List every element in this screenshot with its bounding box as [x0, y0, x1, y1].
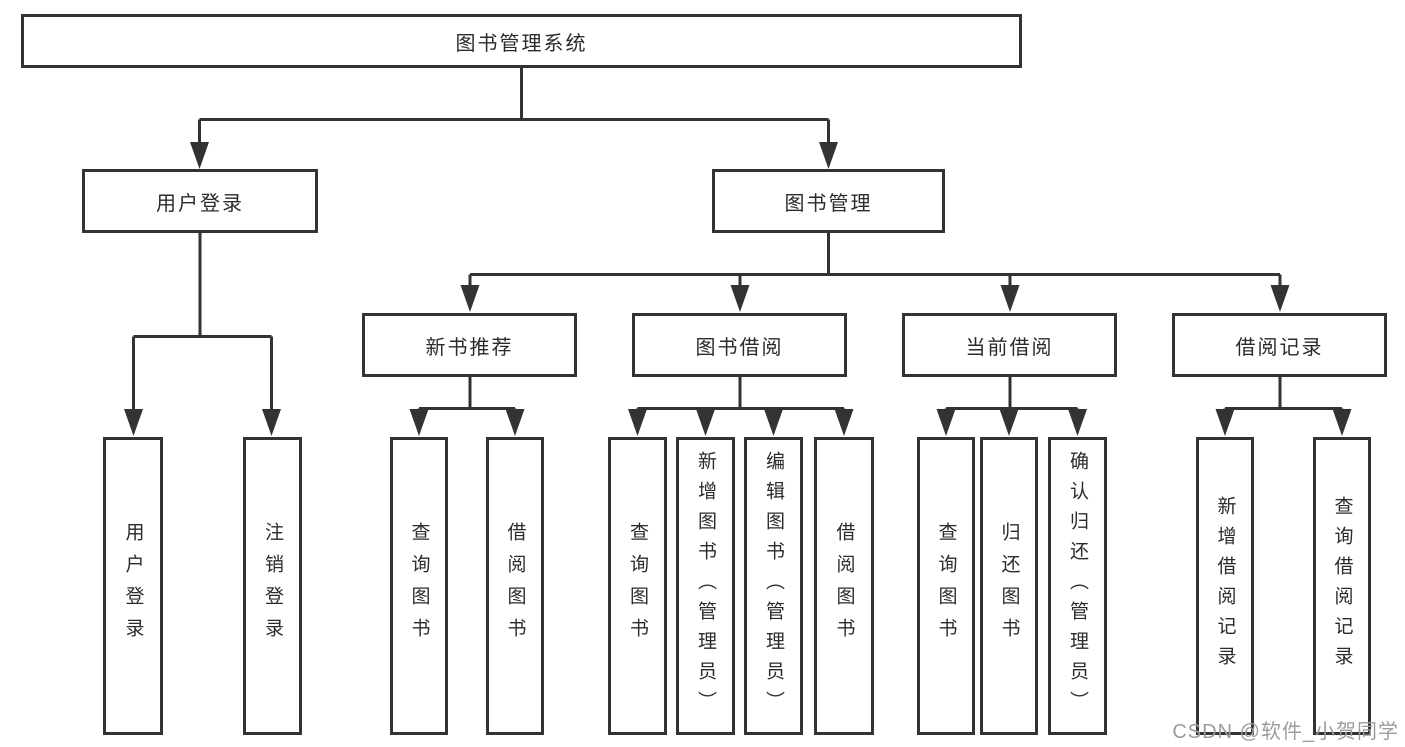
node-book-borrowing: 图书借阅: [632, 313, 847, 377]
leaf-query-books-current: 查询图书: [917, 437, 975, 735]
arrow-down-icon: [764, 409, 783, 436]
leaf-label: 查询图书: [627, 522, 648, 650]
watermark: CSDN @软件_小贺同学: [1172, 721, 1399, 743]
leaf-query-borrow-record: 查询借阅记录: [1313, 437, 1371, 735]
connector-book-management-children: [460, 233, 1290, 312]
leaf-label: 确认归还（管理员）: [1067, 451, 1088, 721]
arrow-down-icon: [730, 285, 750, 312]
connector-borrow-record-children: [1215, 377, 1352, 436]
leaf-borrow-books-newbook: 借阅图书: [486, 437, 544, 735]
arrow-down-icon: [696, 409, 715, 436]
leaf-label: 注销登录: [262, 522, 283, 650]
leaf-label: 查询图书: [408, 522, 430, 650]
arrow-down-icon: [460, 285, 480, 312]
node-label: 图书管理系统: [455, 32, 588, 55]
arrow-down-icon: [124, 409, 143, 436]
connector-root-to-level2: [190, 68, 838, 169]
node-current-borrowing: 当前借阅: [902, 313, 1117, 377]
arrow-down-icon: [190, 142, 209, 169]
leaf-edit-book-admin: 编辑图书（管理员）: [744, 437, 803, 735]
arrow-down-icon: [1000, 285, 1020, 312]
leaf-add-book-admin: 新增图书（管理员）: [676, 437, 735, 735]
connector-new-book-children: [409, 377, 525, 436]
arrow-down-icon: [834, 409, 854, 436]
leaf-return-books: 归还图书: [980, 437, 1038, 735]
node-user-login: 用户登录: [82, 169, 318, 233]
arrow-down-icon: [999, 409, 1019, 436]
leaf-label: 新增借阅记录: [1214, 496, 1236, 676]
node-label: 当前借阅: [965, 336, 1054, 359]
leaf-label: 借阅图书: [833, 522, 855, 650]
leaf-query-books-newbook: 查询图书: [390, 437, 448, 735]
node-label: 借阅记录: [1235, 336, 1324, 359]
arrow-down-icon: [628, 409, 647, 436]
arrow-down-icon: [1068, 409, 1087, 436]
node-system-root: 图书管理系统: [21, 14, 1022, 68]
arrow-down-icon: [819, 142, 838, 169]
connector-user-login-children: [124, 233, 281, 436]
node-new-book-recommend: 新书推荐: [362, 313, 577, 377]
node-label: 用户登录: [156, 192, 244, 215]
leaf-label: 归还图书: [998, 522, 1020, 650]
leaf-label: 查询借阅记录: [1331, 496, 1353, 676]
arrow-down-icon: [1332, 409, 1352, 436]
leaf-label: 借阅图书: [504, 522, 526, 650]
arrow-down-icon: [262, 409, 281, 436]
node-book-management: 图书管理: [712, 169, 945, 233]
node-label: 图书借阅: [695, 336, 784, 359]
connector-book-borrow-children: [628, 377, 854, 436]
arrow-down-icon: [936, 409, 956, 436]
leaf-label: 用户登录: [122, 522, 144, 650]
node-label: 新书推荐: [425, 336, 514, 359]
leaf-confirm-return-admin: 确认归还（管理员）: [1048, 437, 1107, 735]
node-label: 图书管理: [784, 192, 873, 215]
leaf-label: 新增图书（管理员）: [695, 451, 716, 721]
leaf-query-books-borrowing: 查询图书: [608, 437, 667, 735]
leaf-label: 查询图书: [935, 522, 957, 650]
leaf-user-login: 用户登录: [103, 437, 163, 735]
leaf-borrow-books-borrowing: 借阅图书: [814, 437, 874, 735]
leaf-logout: 注销登录: [243, 437, 302, 735]
arrow-down-icon: [1215, 409, 1235, 436]
node-borrow-records: 借阅记录: [1172, 313, 1387, 377]
leaf-label: 编辑图书（管理员）: [763, 451, 784, 721]
leaf-add-borrow-record: 新增借阅记录: [1196, 437, 1254, 735]
arrow-down-icon: [409, 409, 429, 436]
arrow-down-icon: [505, 409, 525, 436]
arrow-down-icon: [1270, 285, 1290, 312]
connector-current-borrow-children: [936, 377, 1087, 436]
